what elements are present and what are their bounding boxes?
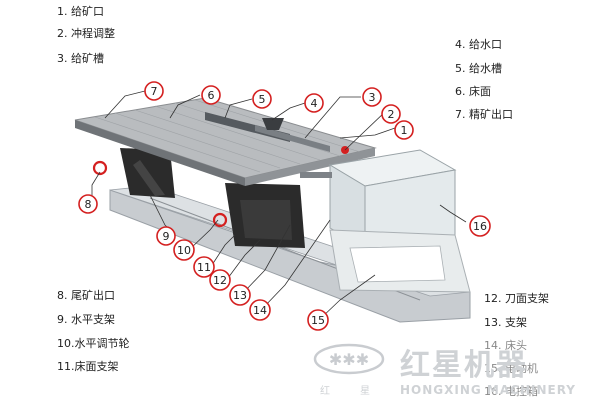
callout-circle — [193, 256, 215, 278]
callout-13: 13 — [229, 284, 251, 306]
callout-7: 7 — [144, 81, 164, 101]
handwheel-left — [92, 160, 108, 176]
legend-label-2: 2. 冲程调整 — [57, 27, 115, 40]
svg-text:✱✱✱: ✱✱✱ — [329, 350, 369, 369]
callout-number: 5 — [259, 93, 266, 106]
callout-circle — [252, 89, 272, 109]
legend-label-14: 14. 床头 — [484, 339, 527, 352]
callout-number: 2 — [388, 108, 395, 121]
callout-number: 9 — [163, 230, 170, 243]
callout-3: 3 — [362, 87, 382, 107]
callout-12: 12 — [209, 269, 231, 291]
callout-number: 15 — [311, 314, 325, 327]
callout-1: 1 — [394, 120, 414, 140]
callout-circle — [307, 309, 329, 331]
legend-label-9: 9. 水平支架 — [57, 313, 115, 326]
callout-number: 16 — [473, 220, 487, 233]
callout-number: 6 — [208, 89, 215, 102]
callout-circle — [362, 87, 382, 107]
callout-2: 2 — [381, 104, 401, 124]
callout-circle — [156, 226, 176, 246]
legend-label-4: 4. 给水口 — [455, 38, 502, 51]
table-deck-side — [245, 148, 375, 186]
legend-label-15: 15. 电动机 — [484, 362, 538, 375]
callout-circle — [144, 81, 164, 101]
callout-number: 3 — [369, 91, 376, 104]
callout-number: 4 — [311, 97, 318, 110]
callout-number: 8 — [85, 198, 92, 211]
callout-number: 13 — [233, 289, 247, 302]
mid-leg-inner — [240, 200, 292, 240]
callout-circle — [201, 85, 221, 105]
watermark-small-2: 星 — [360, 386, 370, 397]
watermark-brand-cn: 红星机器 — [400, 348, 528, 383]
callout-number: 14 — [253, 304, 267, 317]
callout-16: 16 — [469, 215, 491, 237]
legend-label-5: 5. 给水槽 — [455, 62, 502, 75]
callout-circle — [304, 93, 324, 113]
callout-number: 1 — [401, 124, 408, 137]
watermark-small-1: 红 — [320, 386, 330, 397]
legend-label-13: 13. 支架 — [484, 316, 527, 329]
callout-circle — [229, 284, 251, 306]
callout-9: 9 — [156, 226, 176, 246]
legend-label-6: 6. 床面 — [455, 85, 491, 98]
callout-11: 11 — [193, 256, 215, 278]
brand-logo: ✱✱✱ — [312, 343, 386, 375]
callout-number: 7 — [151, 85, 158, 98]
leader-lines — [91, 90, 467, 320]
callout-circle — [394, 120, 414, 140]
callout-number: 11 — [197, 261, 211, 274]
handwheel-mid — [212, 212, 228, 228]
legend-label-3: 3. 给矿槽 — [57, 52, 104, 65]
callout-circle — [381, 104, 401, 124]
left-leg-brace — [133, 160, 165, 196]
water-inlet-funnel — [262, 118, 284, 130]
callout-8: 8 — [78, 194, 98, 214]
callout-circle — [173, 239, 195, 261]
legend-label-16: 16. 电控箱 — [484, 385, 538, 398]
legend-label-12: 12. 刀面支架 — [484, 292, 549, 305]
drive-shaft — [300, 172, 332, 178]
callout-5: 5 — [252, 89, 272, 109]
callout-circle — [78, 194, 98, 214]
callout-circle — [469, 215, 491, 237]
callout-15: 15 — [307, 309, 329, 331]
callout-circle — [249, 299, 271, 321]
legend-label-11: 11.床面支架 — [57, 360, 119, 373]
callout-14: 14 — [249, 299, 271, 321]
callout-number: 10 — [177, 244, 191, 257]
legend-label-8: 8. 尾矿出口 — [57, 289, 115, 302]
callout-circle — [209, 269, 231, 291]
legend-label-1: 1. 给矿口 — [57, 5, 104, 18]
legend-label-10: 10.水平调节轮 — [57, 337, 130, 350]
table-deck-front — [75, 120, 245, 186]
water-trough — [255, 125, 330, 152]
callout-6: 6 — [201, 85, 221, 105]
legend-label-7: 7. 精矿出口 — [455, 108, 513, 121]
head-base-cutout — [349, 245, 446, 283]
callout-number: 12 — [213, 274, 227, 287]
callout-4: 4 — [304, 93, 324, 113]
callout-10: 10 — [173, 239, 195, 261]
watermark-brand-en: HONGXING MACHINERY — [400, 383, 576, 397]
